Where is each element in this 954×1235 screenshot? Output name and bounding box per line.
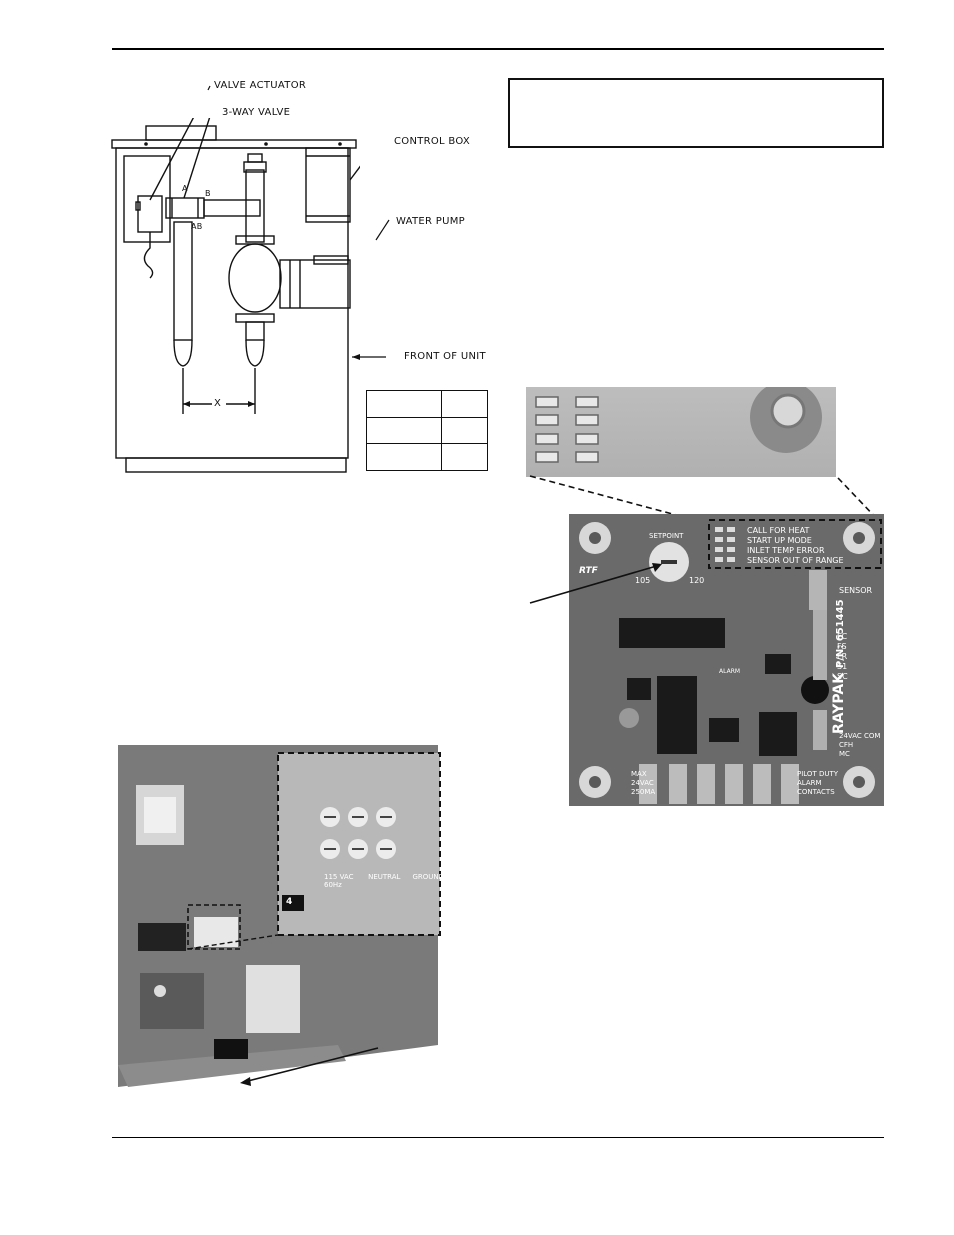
table-row [366,390,488,418]
port-b-label: B [205,189,211,198]
header-rule [112,48,884,50]
pilot-duty-line-3: CONTACTS [797,788,835,796]
led-label-list: CALL FOR HEAT START UP MODE INLET TEMP E… [747,526,844,566]
terminal-ground-label: GROUND [412,873,444,881]
brand-name: RAYPAK [831,672,847,734]
control-board-art [569,514,884,806]
sensor-label: SENSOR [839,586,873,595]
footer-rule [112,1137,884,1138]
caption-box [508,78,884,148]
max-rating-labels: MAX 24VAC 250MA [631,770,655,797]
pilot-duty-line-1: PILOT DUTY [797,770,839,778]
three-way-valve-label: 3-WAY VALVE [222,107,291,118]
led-label-inlet-temp-error: INLET TEMP ERROR [747,546,825,555]
table-row [366,416,488,445]
led-label-sensor-out-of-range: SENSOR OUT OF RANGE [747,556,844,565]
table-row [366,443,488,471]
control-box-interior-art [118,745,441,1087]
terminal-115vac-label: 115 VAC 60Hz [324,873,354,889]
dimension-table [366,390,488,471]
max-rating-line-2: 24VAC [631,779,654,787]
fuse-arrow [240,1047,379,1086]
setpoint-max-label: 120 [689,576,705,585]
inset-terminal-labels: 115 VAC 60Hz NEUTRAL GROUND [324,873,444,889]
inset-tag: 4 [286,897,293,907]
led-label-call-for-heat: CALL FOR HEAT [747,526,810,535]
sensor-terminal-labels: FC FS FR S1 SC [837,632,848,682]
port-ab-label: AB [191,222,203,231]
board-model-label: RTF [579,566,598,576]
valve-actuator-label: VALVE ACTUATOR [214,80,307,91]
terminal-fc-label: FC [837,632,848,641]
diagram-leaders [207,85,390,360]
terminal-neutral-label: NEUTRAL [368,873,401,881]
water-pump-label: WATER PUMP [396,216,465,227]
setpoint-label: SETPOINT [649,532,684,540]
terminal-24vac-com-label: 24VAC COM [839,732,881,740]
part-number: P/N: 651445 [835,599,846,669]
unit-piping-diagram [111,118,360,473]
brand-label: RAYPAK P/N: 651445 [831,599,847,734]
control-box-label: CONTROL BOX [394,136,471,147]
led-closeup-art [535,387,822,463]
pilot-duty-labels: PILOT DUTY ALARM CONTACTS [797,770,838,797]
setpoint-arrow [529,563,662,604]
power-terminal-labels: 24VAC COM CFH MC [839,732,880,759]
port-a-label: A [182,184,188,193]
terminal-s1-label: S1 [837,662,848,671]
terminal-sc-label: SC [837,672,848,681]
terminal-fr-label: FR [837,652,848,661]
control-board-photo: CALL FOR HEAT START UP MODE INLET TEMP E… [569,514,884,806]
alarm-label: ALARM [719,668,741,675]
control-box-interior-photo: 4 115 VAC 60Hz NEUTRAL GROUND [118,745,444,1087]
led-label-start-up-mode: START UP MODE [747,536,812,545]
setpoint-min-label: 105 [635,576,651,585]
pilot-duty-line-2: ALARM [797,779,822,787]
x-dimension-label: X [214,398,222,409]
led-closeup-photo [526,387,836,477]
front-of-unit-label: FRONT OF UNIT [404,351,486,362]
terminal-cfh-label: CFH [839,741,854,749]
max-rating-line-3: 250MA [631,788,656,796]
terminal-fs-label: FS [837,642,847,651]
max-rating-line-1: MAX [631,770,647,778]
terminal-mc-label: MC [839,750,850,758]
